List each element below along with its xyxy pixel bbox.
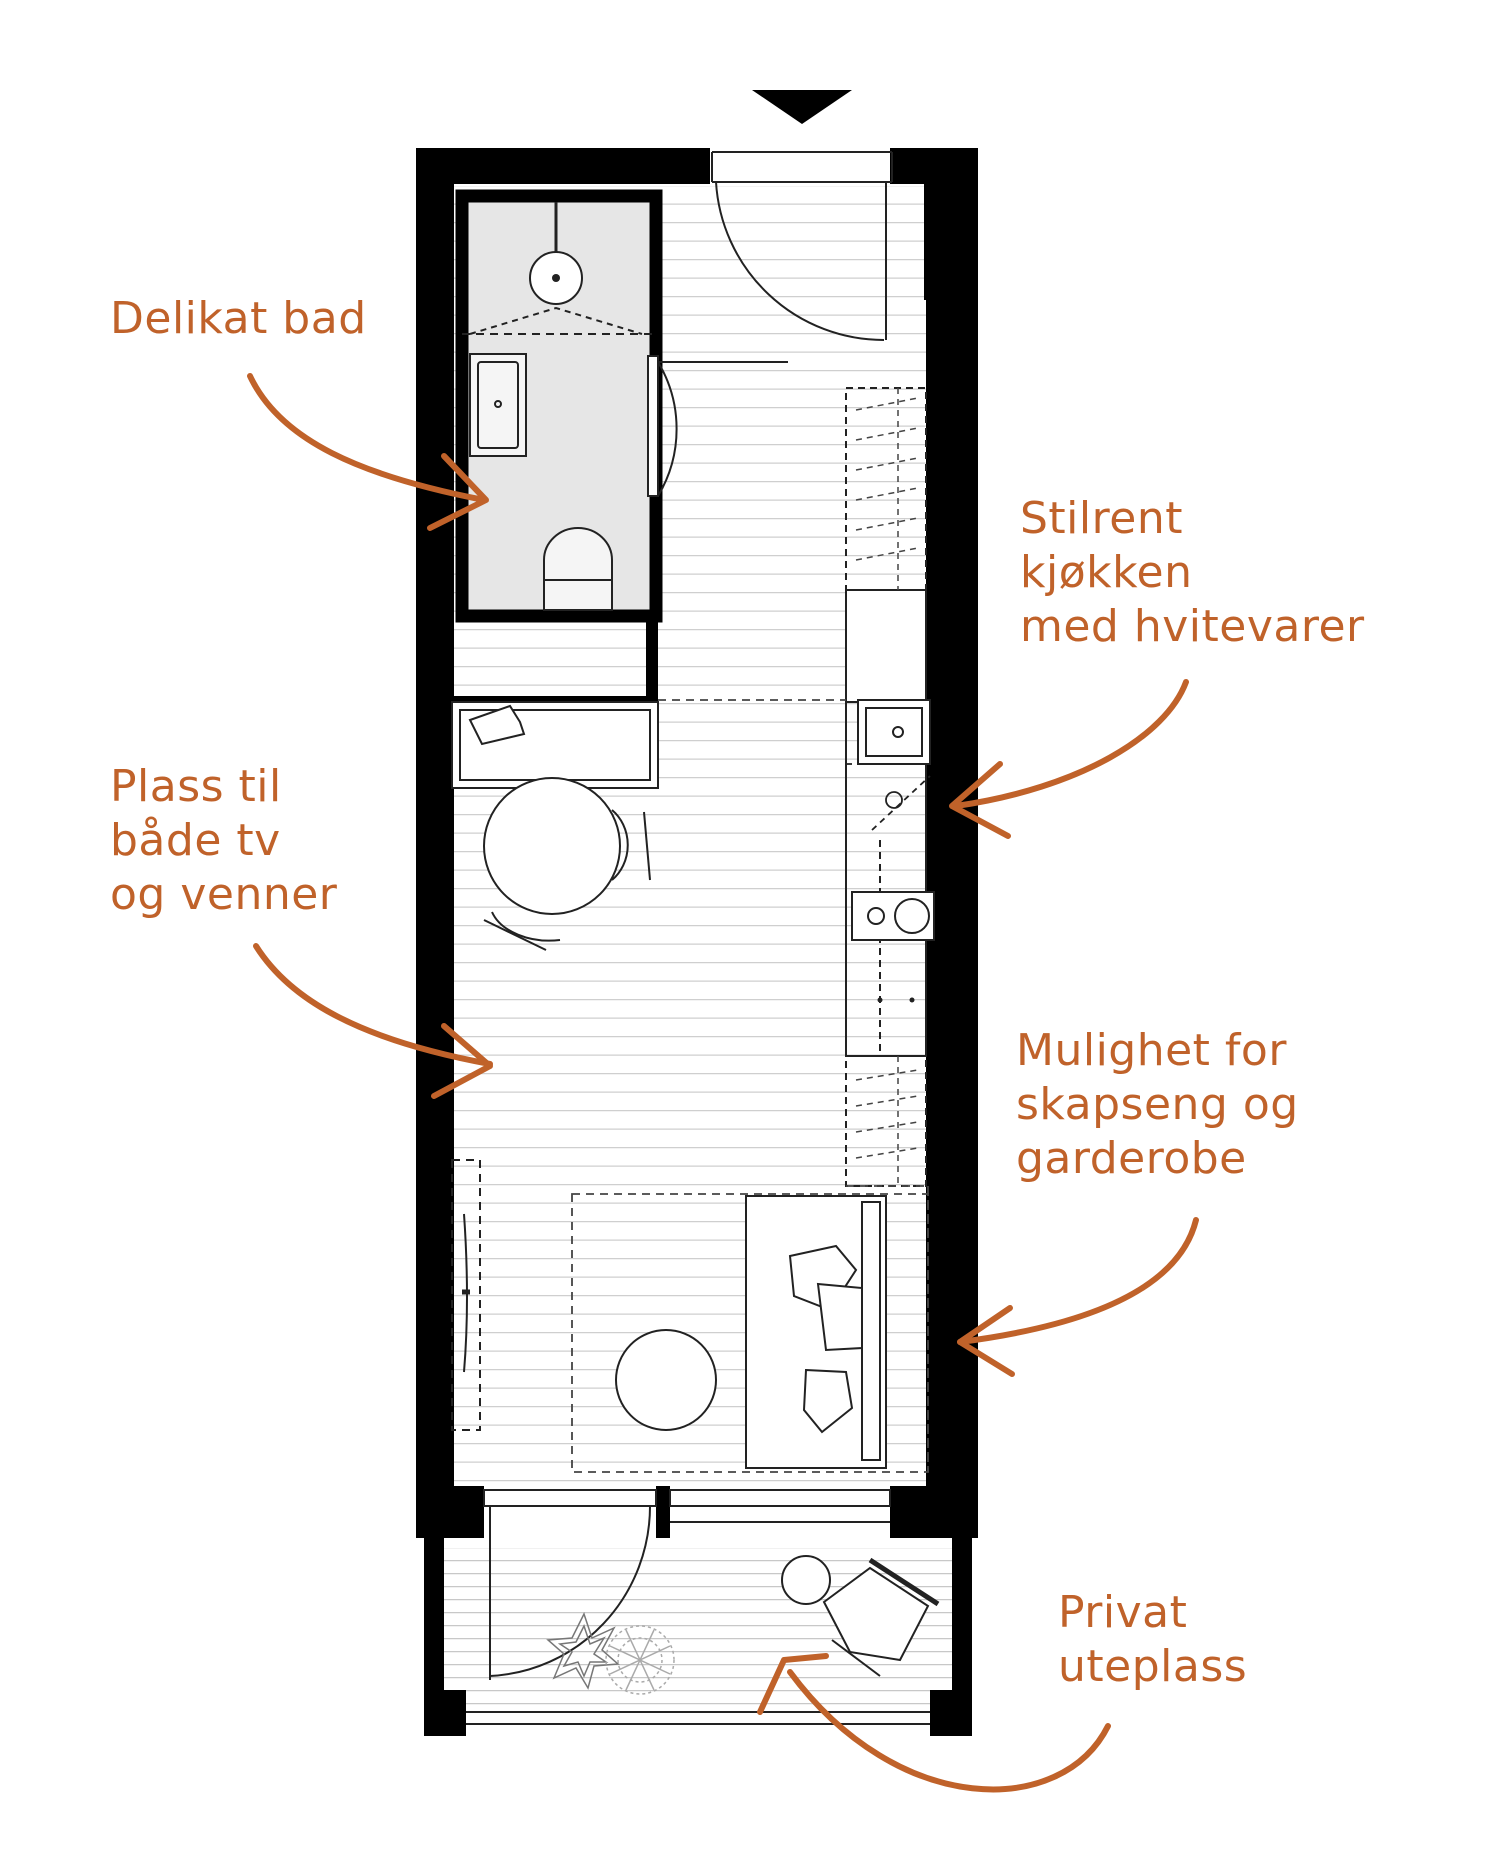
arrow-outdoor-icon — [787, 1669, 1111, 1793]
label-line: og venner — [110, 869, 338, 920]
chair-icon — [611, 809, 629, 881]
label-line: kjøkken — [1020, 547, 1193, 598]
arrow-bath-icon — [247, 373, 487, 503]
label-line: både tv — [110, 815, 281, 866]
bathroom — [455, 189, 788, 623]
door-swing-icon — [711, 151, 893, 342]
plant-icon — [546, 1612, 675, 1695]
chair-icon — [822, 1557, 940, 1677]
bed-zone — [571, 1185, 929, 1473]
toilet-icon — [543, 527, 613, 611]
side-table — [781, 1555, 831, 1605]
oven-icon — [877, 997, 915, 1003]
label-line: Privat — [1058, 1587, 1188, 1638]
label-line: med hvitevarer — [1020, 601, 1365, 652]
label-line: Mulighet for — [1016, 1025, 1287, 1076]
label-line: Plass til — [110, 761, 282, 812]
sink-icon — [857, 699, 931, 765]
label-kitchen: Stilrent kjøkken med hvitevarer — [1020, 492, 1365, 654]
inner-wall — [646, 616, 658, 710]
chair-icon — [491, 911, 561, 942]
dining-table — [483, 777, 651, 951]
label-line: garderobe — [1016, 1133, 1247, 1184]
outer-walls — [416, 148, 978, 1736]
label-line: Stilrent — [1020, 493, 1183, 544]
label-outdoor: Privat uteplass — [1058, 1586, 1247, 1694]
shower-icon — [529, 202, 583, 305]
cabinet-hatch — [855, 388, 919, 1186]
sofa-bed — [745, 1195, 887, 1469]
label-line: skapseng og — [1016, 1079, 1299, 1130]
coffee-table — [615, 1329, 717, 1431]
arrow-living-icon — [253, 943, 493, 1067]
tv-bench — [451, 701, 659, 789]
label-line: Delikat bad — [110, 293, 367, 344]
sink-icon — [469, 353, 527, 457]
arrow-bed-icon — [957, 1217, 1199, 1345]
balcony-doors — [483, 1489, 891, 1680]
label-bath: Delikat bad — [110, 292, 367, 346]
label-bed: Mulighet for skapseng og garderobe — [1016, 1024, 1299, 1186]
chair-icon — [643, 811, 651, 881]
label-living: Plass til både tv og venner — [110, 760, 337, 922]
annotation-arrows — [247, 373, 1199, 1793]
entrance-arrow-icon — [752, 90, 852, 124]
stove-icon — [851, 891, 935, 941]
balcony-railing — [466, 1711, 930, 1725]
arrow-kitchen-icon — [953, 679, 1189, 809]
tv-unit — [451, 1159, 481, 1431]
label-line: uteplass — [1058, 1641, 1248, 1692]
dishwasher-icon — [846, 763, 931, 831]
chair-icon — [483, 919, 547, 951]
